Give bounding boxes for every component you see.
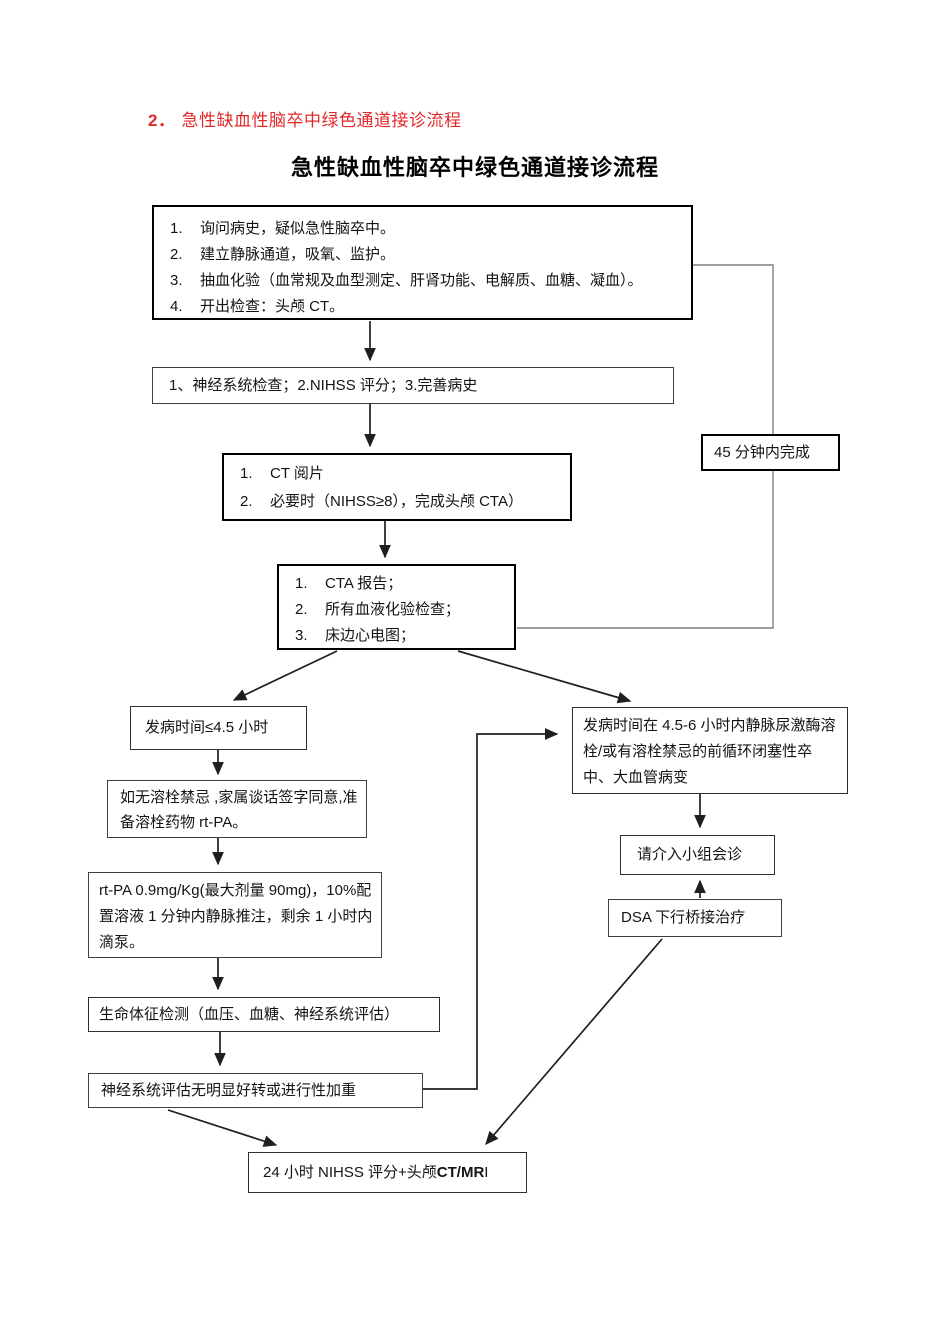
item-number: 3.: [170, 272, 183, 289]
section-number: 2．: [148, 111, 176, 130]
item-number: 1.: [295, 575, 308, 592]
item-text: 所有血液化验检查；: [325, 601, 461, 618]
box-text-bold: CT/MR: [436, 1163, 485, 1181]
item-text: 询问病史，疑似急性脑卒中。: [200, 220, 396, 237]
flow-box-rtpa-dosing: rt-PA 0.9mg/Kg(最大剂量 90mg)，10%配置溶液 1 分钟内静…: [88, 872, 382, 958]
list-item: 4. 开出检查：头颅 CT。: [170, 294, 683, 320]
item-number: 2.: [240, 493, 253, 510]
flow-box-onset-under-4-5h: 发病时间≤4.5 小时: [130, 706, 307, 750]
list-item: 3. 床边心电图；: [295, 623, 508, 649]
flow-box-initial-intake: 1. 询问病史，疑似急性脑卒中。 2. 建立静脉通道，吸氧、监护。 3. 抽血化…: [152, 205, 693, 320]
item-number: 4.: [170, 298, 183, 315]
flow-box-neuro-assessment: 神经系统评估无明显好转或进行性加重: [88, 1073, 423, 1108]
list-item: 1. CTA 报告；: [295, 571, 508, 597]
list-item: 3. 抽血化验（血常规及血型测定、肝肾功能、电解质、血糖、凝血）。: [170, 268, 683, 294]
section-heading: 2． 急性缺血性脑卒中绿色通道接诊流程: [148, 106, 461, 131]
item-text: 开出检查：头颅 CT。: [200, 298, 345, 315]
box-text: DSA 下行桥接治疗: [621, 909, 746, 926]
box-text: 如无溶栓禁忌 ,家属谈话签字同意,准备溶栓药物 rt-PA。: [120, 789, 358, 831]
flow-box-consent: 如无溶栓禁忌 ,家属谈话签字同意,准备溶栓药物 rt-PA。: [107, 780, 367, 838]
item-text: 床边心电图；: [325, 627, 416, 644]
box-text: 24 小时 NIHSS 评分+头颅: [263, 1163, 437, 1181]
item-text: CT 阅片: [270, 465, 324, 482]
box-text: 神经系统评估无明显好转或进行性加重: [101, 1081, 357, 1099]
box-text: 1、神经系统检查；2.NIHSS 评分；3.完善病史: [169, 376, 478, 394]
flow-box-45min-deadline: 45 分钟内完成: [701, 434, 840, 471]
item-text: 抽血化验（血常规及血型测定、肝肾功能、电解质、血糖、凝血）。: [200, 272, 643, 289]
flow-box-ct-review: 1. CT 阅片 2. 必要时（NIHSS≥8），完成头颅 CTA）: [222, 453, 572, 521]
arrow-results-to-right-onset: [457, 650, 632, 704]
item-text: 建立静脉通道，吸氧、监护。: [200, 246, 396, 263]
list-item: 2. 所有血液化验检查；: [295, 597, 508, 623]
box-text: I: [484, 1163, 489, 1181]
arrow-assessment-to-final: [167, 1109, 278, 1147]
flow-box-onset-4-5-to-6h: 发病时间在 4.5-6 小时内静脉尿激酶溶栓/或有溶栓禁忌的前循环闭塞性卒中、大…: [572, 707, 848, 794]
box-text: 发病时间≤4.5 小时: [145, 719, 269, 736]
flow-box-results: 1. CTA 报告； 2. 所有血液化验检查； 3. 床边心电图；: [277, 564, 516, 650]
section-heading-text: 急性缺血性脑卒中绿色通道接诊流程: [181, 111, 462, 130]
box-text: 发病时间在 4.5-6 小时内静脉尿激酶溶栓/或有溶栓禁忌的前循环闭塞性卒中、大…: [583, 717, 836, 786]
list-item: 1. 询问病史，疑似急性脑卒中。: [170, 216, 683, 242]
box-text: 请介入小组会诊: [637, 846, 743, 863]
item-number: 2.: [295, 601, 308, 618]
flow-box-vitals-monitoring: 生命体征检测（血压、血糖、神经系统评估）: [88, 997, 440, 1032]
box-text: 生命体征检测（血压、血糖、神经系统评估）: [99, 1005, 400, 1023]
flow-box-dsa-bridging: DSA 下行桥接治疗: [608, 899, 782, 937]
flow-box-neuro-exam: 1、神经系统检查；2.NIHSS 评分；3.完善病史: [152, 367, 674, 404]
flow-box-intervention-consult: 请介入小组会诊: [620, 835, 775, 875]
box-text: 45 分钟内完成: [714, 443, 810, 461]
flowchart-title: 急性缺血性脑卒中绿色通道接诊流程: [290, 155, 659, 180]
arrow-dsa-to-final: [485, 938, 663, 1146]
list-item: 2. 建立静脉通道，吸氧、监护。: [170, 242, 683, 268]
arrow-results-to-left-onset: [232, 650, 338, 701]
list-item: 2. 必要时（NIHSS≥8），完成头颅 CTA）: [240, 488, 564, 516]
item-text: 必要时（NIHSS≥8），完成头颅 CTA）: [270, 493, 523, 510]
arrow-assessment-to-right-onset: [423, 728, 559, 1090]
item-number: 1.: [170, 220, 183, 237]
item-number: 2.: [170, 246, 183, 263]
item-text: CTA 报告；: [325, 575, 403, 592]
item-number: 3.: [295, 627, 308, 644]
item-number: 1.: [240, 465, 253, 482]
list-item: 1. CT 阅片: [240, 460, 564, 488]
box-text: rt-PA 0.9mg/Kg(最大剂量 90mg)，10%配置溶液 1 分钟内静…: [99, 882, 373, 951]
